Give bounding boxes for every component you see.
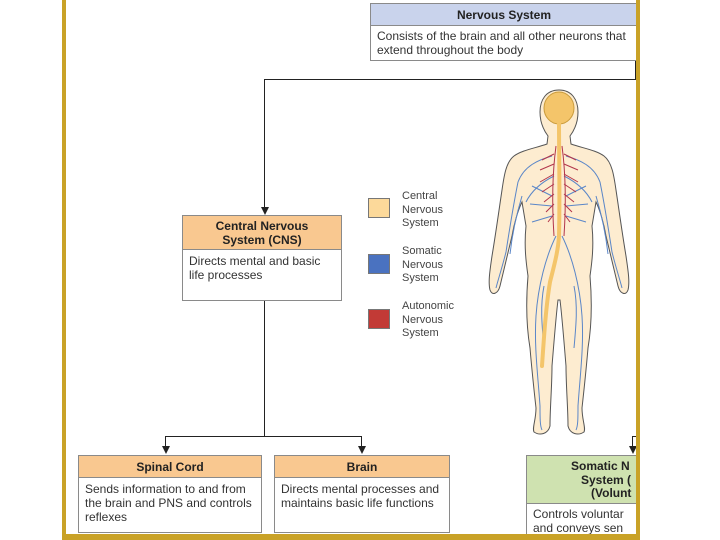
legend-swatch-autonomic [368, 309, 390, 329]
somatic-description-line2: and conveys sen [533, 521, 624, 534]
frame-bottom-border [62, 534, 640, 540]
legend-label-autonomic: Autonomic Nervous System [402, 300, 454, 339]
somatic-nerves [495, 155, 623, 431]
legend-swatch-somatic [368, 254, 390, 274]
legend-label-somatic: Somatic Nervous System [402, 245, 443, 284]
nervous-system-box: Nervous System Consists of the brain and… [370, 3, 636, 61]
connector-spinal-vertical [165, 436, 166, 446]
cns-box: Central Nervous System (CNS) Directs men… [182, 215, 342, 301]
legend-swatch-central [368, 198, 390, 218]
cns-title: Central Nervous System (CNS) [183, 216, 341, 250]
nervous-system-description: Consists of the brain and all other neur… [377, 29, 626, 57]
spinal-cord-description: Sends information to and from the brain … [85, 482, 252, 524]
spinal-cord-box: Spinal Cord Sends information to and fro… [78, 455, 262, 533]
somatic-title: Somatic N System ( (Volunt [527, 456, 636, 504]
autonomic-nerves [539, 145, 579, 237]
connector-somatic-vertical [632, 436, 633, 446]
arrow-to-brain [358, 446, 366, 454]
somatic-title-line2: System ( [581, 472, 632, 487]
brain-box: Brain Directs mental processes and maint… [274, 455, 450, 533]
connector-cns-children-horizontal [165, 436, 361, 437]
arrow-to-spinal-cord [162, 446, 170, 454]
body-silhouette [488, 89, 630, 435]
brain-description: Directs mental processes and maintains b… [281, 482, 440, 510]
somatic-nervous-system-box: Somatic N System ( (Volunt Controls volu… [526, 455, 636, 534]
central-nervous-system [540, 91, 575, 368]
connector-cns-down [264, 301, 265, 436]
somatic-description-line1: Controls voluntar [533, 507, 624, 521]
arrow-to-cns [261, 207, 269, 215]
human-nervous-system-figure [488, 89, 630, 435]
arrow-to-somatic [629, 446, 636, 454]
nervous-system-title: Nervous System [371, 4, 636, 26]
connector-somatic-horizontal [632, 436, 636, 437]
spinal-cord-title: Spinal Cord [79, 456, 261, 478]
connector-ns-right-vertical [635, 61, 636, 80]
cns-description: Directs mental and basic life processes [189, 254, 321, 282]
connector-ns-horizontal [264, 79, 636, 80]
somatic-title-line1: Somatic N [571, 459, 630, 473]
frame-right-border [636, 0, 640, 540]
frame-left-border [62, 0, 66, 540]
brain-title: Brain [275, 456, 449, 478]
somatic-description: Controls voluntar and conveys sen [527, 504, 636, 534]
somatic-title-line3: (Volunt [591, 486, 632, 500]
connector-cns-vertical [264, 79, 265, 207]
diagram-canvas: Nervous System Consists of the brain and… [66, 0, 636, 534]
connector-brain-vertical [361, 436, 362, 446]
legend-label-central: Central Nervous System [402, 190, 443, 229]
